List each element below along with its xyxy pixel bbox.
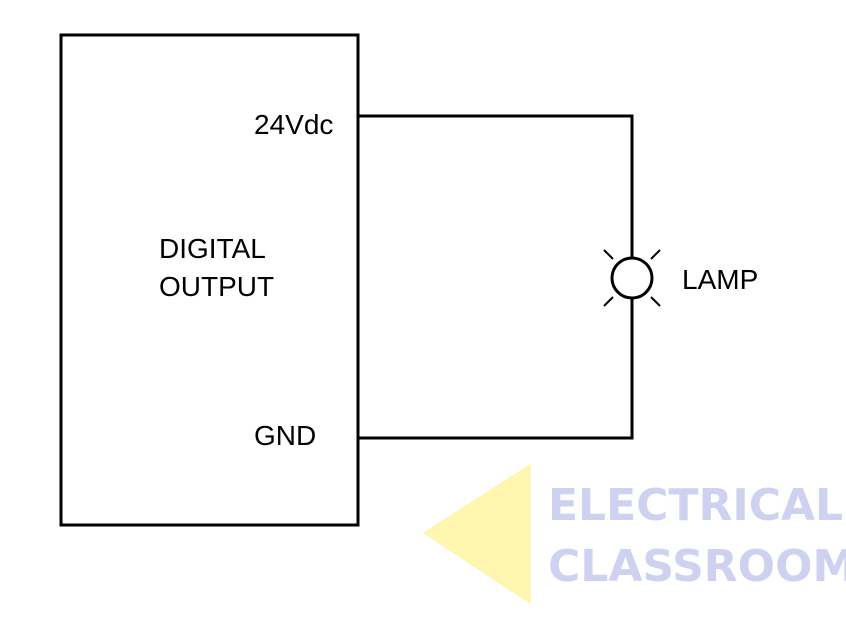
lamp-bulb	[610, 256, 654, 300]
lamp-ray-top-left	[603, 249, 614, 260]
positive-wire	[358, 114, 634, 257]
block-title-line1: DIGITAL	[159, 233, 266, 264]
digital-output-block	[59, 33, 360, 527]
watermark-triangle	[423, 464, 531, 604]
lamp-ray-top-right	[650, 249, 661, 260]
watermark-line1: ELECTRICAL	[548, 480, 843, 531]
lamp-symbol	[603, 249, 661, 307]
terminal-ground-label: GND	[254, 420, 316, 451]
lamp-label: LAMP	[682, 264, 758, 295]
ground-wire	[358, 299, 634, 440]
watermark-line2: CLASSROOM	[548, 541, 846, 592]
block-title-line2: OUTPUT	[159, 271, 274, 302]
lamp-ray-bottom-left	[603, 296, 614, 307]
terminal-positive-label: 24Vdc	[254, 109, 333, 140]
watermark-logo	[423, 464, 531, 604]
lamp-ray-bottom-right	[650, 296, 661, 307]
